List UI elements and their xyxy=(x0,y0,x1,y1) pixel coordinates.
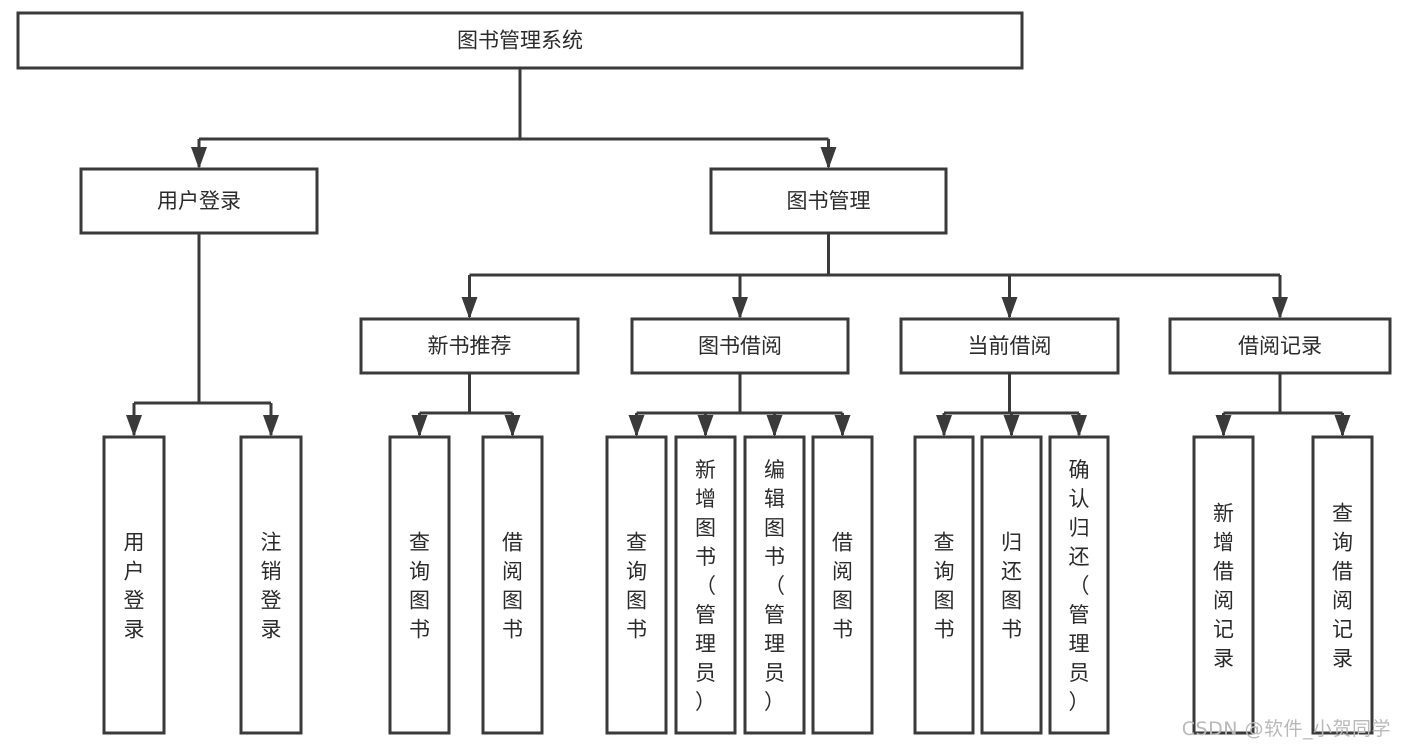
arrow-head-icon-leaf-query-book-2 xyxy=(628,415,645,437)
leaf-node-leaf-add-record[interactable]: 新增借阅记录 xyxy=(1192,435,1255,735)
arrow-head-icon-leaf-borrow-book-2 xyxy=(834,415,851,437)
leaf-node-leaf-confirm-return[interactable]: 确认归还（管理员） xyxy=(1048,435,1110,735)
leaf-node-leaf-add-record-box[interactable] xyxy=(1192,435,1255,735)
level3-node-book-borrow-label: 图书借阅 xyxy=(698,334,782,358)
leaf-node-leaf-query-book-3-box[interactable] xyxy=(913,435,975,735)
leaf-node-leaf-return-book[interactable]: 归还图书 xyxy=(980,435,1043,735)
leaf-node-leaf-borrow-book-2-label: 借阅图书 xyxy=(832,531,853,642)
leaf-node-leaf-query-record-label: 查询借阅记录 xyxy=(1332,502,1353,671)
level3-node-current-borrow[interactable]: 当前借阅 xyxy=(899,317,1120,375)
leaf-node-leaf-query-book-2-box[interactable] xyxy=(605,435,668,735)
level3-node-new-book-rec-label: 新书推荐 xyxy=(428,334,512,358)
arrow-head-icon-new-book-rec xyxy=(461,297,478,319)
leaf-node-leaf-edit-book-label: 编辑图书（管理员） xyxy=(764,458,785,714)
level3-node-borrow-record[interactable]: 借阅记录 xyxy=(1168,317,1392,375)
arrow-head-icon-leaf-return-book xyxy=(1003,415,1020,437)
leaf-node-leaf-confirm-return-label: 确认归还（管理员） xyxy=(1069,458,1090,714)
leaf-node-leaf-borrow-book-1-label: 借阅图书 xyxy=(502,531,523,642)
root-node-label: 图书管理系统 xyxy=(457,29,583,53)
level3-node-borrow-record-label: 借阅记录 xyxy=(1238,334,1322,358)
leaf-node-leaf-logout-label: 注销登录 xyxy=(261,531,282,642)
connector-lines-layer xyxy=(126,68,1351,437)
level2-node-user-login-label: 用户登录 xyxy=(157,189,241,213)
arrow-head-icon-current-borrow xyxy=(1001,297,1018,319)
leaf-node-leaf-query-book-3-label: 查询图书 xyxy=(934,531,955,642)
level2-node-user-login[interactable]: 用户登录 xyxy=(79,167,319,235)
leaf-node-leaf-query-book-1-label: 查询图书 xyxy=(409,531,430,642)
arrow-head-icon-leaf-add-record xyxy=(1215,415,1232,437)
leaf-node-leaf-query-book-1[interactable]: 查询图书 xyxy=(388,435,451,735)
level3-node-current-borrow-label: 当前借阅 xyxy=(968,334,1052,358)
leaf-node-leaf-add-book-box[interactable] xyxy=(674,435,737,735)
arrow-head-icon-leaf-query-book-1 xyxy=(411,415,428,437)
level2-node-book-manage-label: 图书管理 xyxy=(787,189,871,213)
leaf-node-leaf-add-book-label: 新增图书（管理员） xyxy=(695,458,716,714)
leaf-node-leaf-confirm-return-box[interactable] xyxy=(1048,435,1110,735)
arrow-head-icon-leaf-logout xyxy=(263,415,279,437)
arrow-head-icon-leaf-borrow-book-1 xyxy=(504,415,521,437)
leaf-node-leaf-user-login[interactable]: 用户登录 xyxy=(102,435,166,735)
level2-node-book-manage-box[interactable] xyxy=(709,167,948,235)
leaf-node-leaf-add-book[interactable]: 新增图书（管理员） xyxy=(674,435,737,735)
arrow-head-icon-leaf-query-record xyxy=(1334,415,1351,437)
root-node-book-management-system[interactable]: 图书管理系统 xyxy=(16,11,1024,70)
arrow-head-icon-leaf-query-book-3 xyxy=(936,415,952,437)
arrow-head-icon-leaf-user-login xyxy=(126,415,142,437)
level3-node-borrow-record-box[interactable] xyxy=(1168,317,1392,375)
arrow-head-icon-leaf-confirm-return xyxy=(1071,415,1087,437)
leaf-node-leaf-query-record[interactable]: 查询借阅记录 xyxy=(1311,435,1374,735)
level3-node-current-borrow-box[interactable] xyxy=(899,317,1120,375)
leaf-node-leaf-query-book-1-box[interactable] xyxy=(388,435,451,735)
leaf-node-leaf-user-login-box[interactable] xyxy=(102,435,166,735)
leaf-node-leaf-return-book-label: 归还图书 xyxy=(1001,531,1022,642)
arrow-head-icon-user-login xyxy=(191,147,207,169)
level2-node-book-manage[interactable]: 图书管理 xyxy=(709,167,948,235)
root-node-book-management-system-box[interactable] xyxy=(16,11,1024,70)
leaf-node-leaf-edit-book-box[interactable] xyxy=(743,435,806,735)
leaf-node-leaf-borrow-book-2-box[interactable] xyxy=(811,435,874,735)
arrow-head-icon-borrow-record xyxy=(1272,297,1288,319)
level3-node-book-borrow-box[interactable] xyxy=(630,317,850,375)
arrow-head-icon-leaf-edit-book xyxy=(766,415,783,437)
arrow-head-icon-book-manage xyxy=(820,147,837,169)
level3-node-book-borrow[interactable]: 图书借阅 xyxy=(630,317,850,375)
level3-node-new-book-rec-box[interactable] xyxy=(359,317,580,375)
leaf-node-leaf-return-book-box[interactable] xyxy=(980,435,1043,735)
leaf-node-leaf-logout-box[interactable] xyxy=(239,435,303,735)
leaf-node-leaf-edit-book[interactable]: 编辑图书（管理员） xyxy=(743,435,806,735)
leaf-node-leaf-query-book-3[interactable]: 查询图书 xyxy=(913,435,975,735)
leaf-node-leaf-query-record-box[interactable] xyxy=(1311,435,1374,735)
leaf-node-leaf-logout[interactable]: 注销登录 xyxy=(239,435,303,735)
leaf-node-leaf-query-book-2-label: 查询图书 xyxy=(626,531,647,642)
level3-node-new-book-rec[interactable]: 新书推荐 xyxy=(359,317,580,375)
nodes-layer: 图书管理系统用户登录图书管理新书推荐图书借阅当前借阅借阅记录用户登录注销登录查询… xyxy=(16,11,1392,735)
leaf-node-leaf-borrow-book-1[interactable]: 借阅图书 xyxy=(481,435,544,735)
leaf-node-leaf-user-login-label: 用户登录 xyxy=(124,531,145,642)
level2-node-user-login-box[interactable] xyxy=(79,167,319,235)
leaf-node-leaf-borrow-book-2[interactable]: 借阅图书 xyxy=(811,435,874,735)
leaf-node-leaf-query-book-2[interactable]: 查询图书 xyxy=(605,435,668,735)
leaf-node-leaf-borrow-book-1-box[interactable] xyxy=(481,435,544,735)
leaf-node-leaf-add-record-label: 新增借阅记录 xyxy=(1213,502,1234,671)
arrow-head-icon-leaf-add-book xyxy=(697,415,714,437)
arrow-head-icon-book-borrow xyxy=(732,297,748,319)
